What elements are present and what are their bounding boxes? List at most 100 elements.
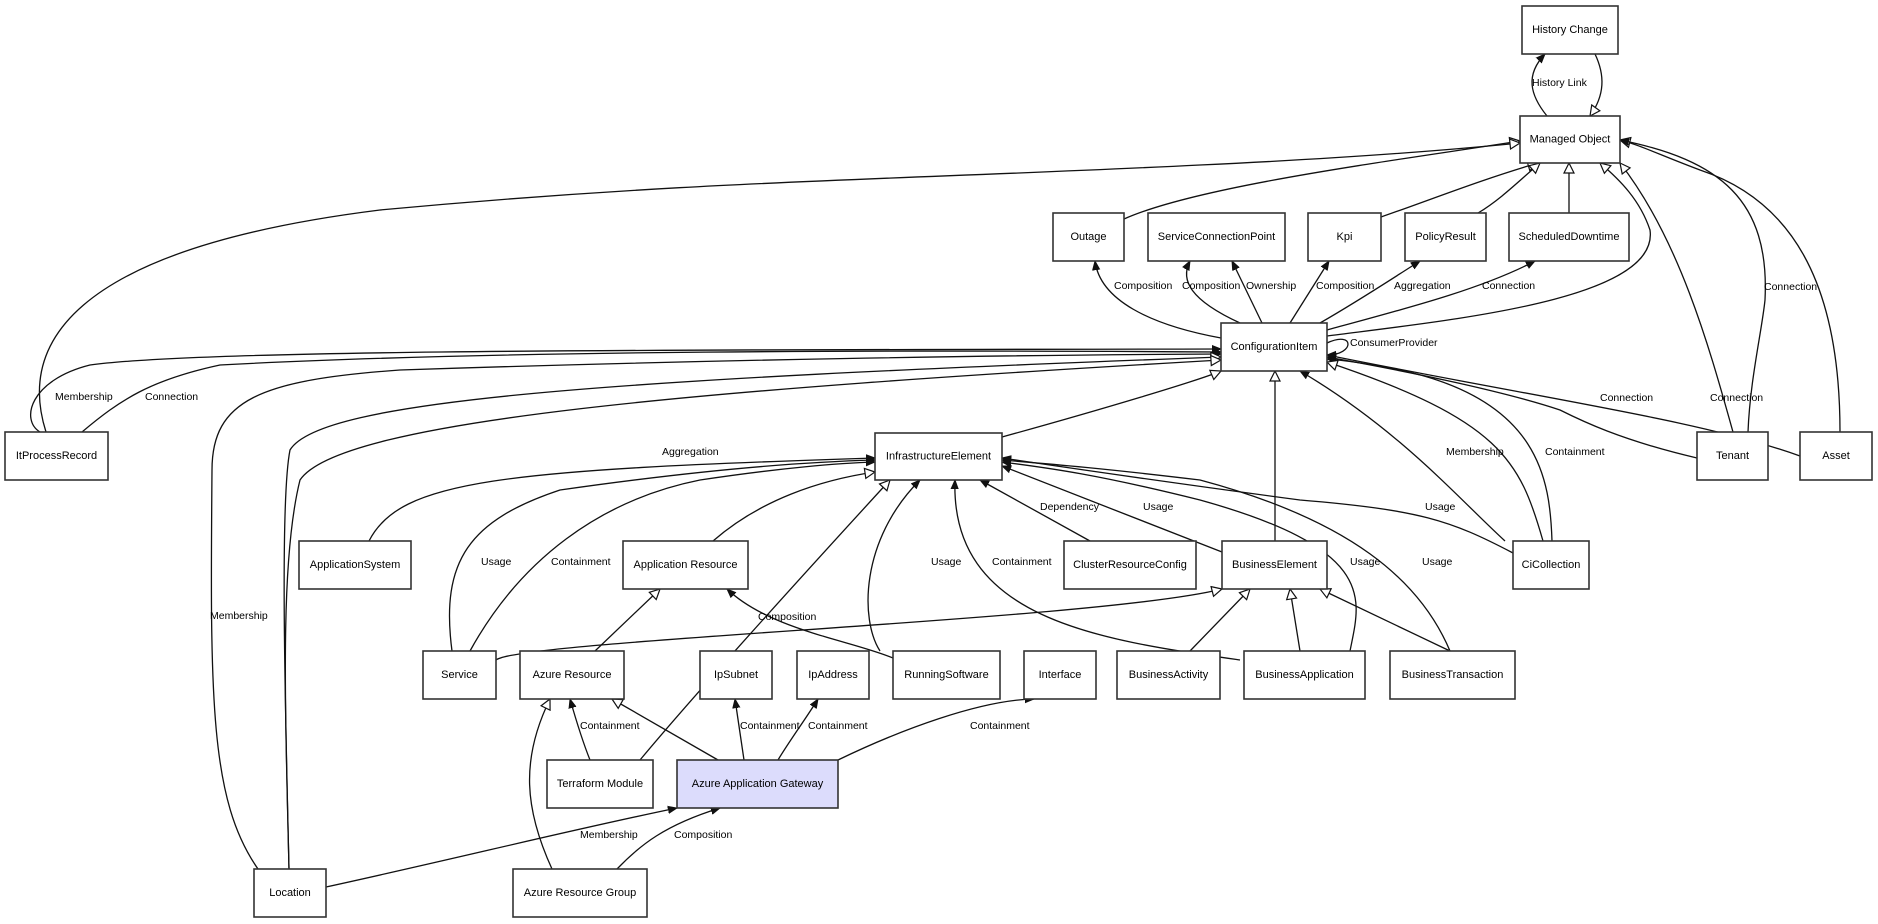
node-box[interactable] [1508, 212, 1630, 262]
node-box[interactable] [1404, 212, 1487, 262]
edge-configuration-item-to-service-connection-point [1187, 261, 1241, 324]
node-history-change[interactable]: History Change [1521, 5, 1619, 55]
node-business-transaction[interactable]: BusinessTransaction [1389, 650, 1516, 700]
node-box[interactable] [253, 868, 327, 918]
node-policy-result[interactable]: PolicyResult [1404, 212, 1487, 262]
association-connector [325, 808, 677, 888]
edge-business-application-to-infrastructure-element [1002, 462, 1357, 652]
node-label: Location [269, 887, 311, 899]
node-box[interactable] [1220, 322, 1328, 372]
node-label: Tenant [1716, 450, 1749, 462]
node-box[interactable] [699, 650, 773, 700]
edge-azure-application-gateway-to-ip-subnet [735, 699, 745, 761]
node-box[interactable] [1696, 431, 1769, 481]
node-infrastructure-element[interactable]: InfrastructureElement [874, 432, 1003, 481]
node-box[interactable] [298, 540, 412, 590]
edge-configuration-item-to-managed-object [1326, 163, 1651, 337]
node-box[interactable] [1147, 212, 1286, 262]
node-box[interactable] [1063, 540, 1197, 590]
node-box[interactable] [1521, 5, 1619, 55]
node-it-process-record[interactable]: ItProcessRecord [4, 431, 109, 481]
inheritance-connector [1620, 140, 1841, 433]
node-box[interactable] [1307, 212, 1382, 262]
node-box[interactable] [1221, 540, 1328, 590]
node-box[interactable] [1116, 650, 1221, 700]
node-box[interactable] [546, 759, 654, 809]
inheritance-connector [639, 480, 890, 761]
node-outage[interactable]: Outage [1052, 212, 1125, 262]
node-scheduled-downtime[interactable]: ScheduledDowntime [1508, 212, 1630, 262]
node-asset[interactable]: Asset [1799, 431, 1873, 481]
node-interface[interactable]: Interface [1023, 650, 1097, 700]
association-connector [1620, 140, 1766, 433]
node-tenant[interactable]: Tenant [1696, 431, 1769, 481]
association-connector [1327, 357, 1698, 459]
node-ip-address[interactable]: IpAddress [796, 650, 870, 700]
edge-azure-application-gateway-to-azure-resource [612, 699, 719, 761]
node-label: BusinessActivity [1129, 669, 1209, 681]
edge-label: History Link [1532, 77, 1588, 89]
node-azure-resource[interactable]: Azure Resource [519, 650, 625, 700]
node-box[interactable] [874, 432, 1003, 481]
node-application-resource[interactable]: Application Resource [622, 540, 749, 590]
node-location[interactable]: Location [253, 868, 327, 918]
node-box[interactable] [1052, 212, 1125, 262]
node-box[interactable] [892, 650, 1001, 700]
edge-label: Membership [55, 391, 113, 403]
node-azure-application-gateway[interactable]: Azure Application Gateway [676, 759, 839, 809]
association-connector [30, 349, 1221, 433]
node-ci-collection[interactable]: CiCollection [1512, 540, 1590, 590]
edge-label: Connection [1600, 392, 1653, 404]
node-box[interactable] [4, 431, 109, 481]
edge-label: Usage [1350, 556, 1381, 568]
node-configuration-item[interactable]: ConfigurationItem [1220, 322, 1328, 372]
edge-business-element-to-infrastructure-element [1002, 465, 1223, 553]
node-box[interactable] [422, 650, 497, 700]
edge-it-process-record-to-configuration-item [30, 349, 1221, 433]
node-box[interactable] [1023, 650, 1097, 700]
node-azure-resource-group[interactable]: Azure Resource Group [512, 868, 648, 918]
node-business-application[interactable]: BusinessApplication [1243, 650, 1366, 700]
node-label: InfrastructureElement [886, 451, 991, 463]
node-box[interactable] [1512, 540, 1590, 590]
node-business-element[interactable]: BusinessElement [1221, 540, 1328, 590]
association-connector [210, 354, 1221, 870]
association-connector [1095, 261, 1222, 339]
node-ip-subnet[interactable]: IpSubnet [699, 650, 773, 700]
node-box[interactable] [1519, 115, 1621, 164]
edge-label: Containment [992, 556, 1052, 568]
node-box[interactable] [796, 650, 870, 700]
edge-configuration-item-to-scheduled-downtime [1326, 260, 1535, 331]
node-business-activity[interactable]: BusinessActivity [1116, 650, 1221, 700]
inheritance-connector [1477, 163, 1540, 214]
edge-running-software-to-application-resource [727, 589, 894, 659]
inheritance-connector [1590, 53, 1603, 116]
inheritance-connector [1327, 362, 1544, 542]
inheritance-connector [1290, 589, 1301, 652]
node-box[interactable] [1389, 650, 1516, 700]
edge-azure-resource-group-to-azure-application-gateway [616, 808, 720, 870]
node-label: Interface [1039, 669, 1082, 681]
node-box[interactable] [676, 759, 839, 809]
node-box[interactable] [1243, 650, 1366, 700]
node-label: BusinessApplication [1255, 669, 1353, 681]
association-connector [469, 462, 875, 652]
node-service-connection-point[interactable]: ServiceConnectionPoint [1147, 212, 1286, 262]
node-box[interactable] [512, 868, 648, 918]
node-terraform-module[interactable]: Terraform Module [546, 759, 654, 809]
node-running-software[interactable]: RunningSoftware [892, 650, 1001, 700]
node-box[interactable] [519, 650, 625, 700]
inheritance-connector [612, 699, 719, 761]
inheritance-connector [1326, 163, 1651, 337]
association-connector [980, 480, 1091, 542]
node-box[interactable] [622, 540, 749, 590]
association-connector [1327, 359, 1553, 542]
edge-ci-collection-to-configuration-item [1327, 362, 1544, 542]
node-managed-object[interactable]: Managed Object [1519, 115, 1621, 164]
node-service[interactable]: Service [422, 650, 497, 700]
inheritance-connector [1001, 371, 1221, 438]
node-box[interactable] [1799, 431, 1873, 481]
node-application-system[interactable]: ApplicationSystem [298, 540, 412, 590]
node-cluster-resource-config[interactable]: ClusterResourceConfig [1063, 540, 1197, 590]
node-kpi[interactable]: Kpi [1307, 212, 1382, 262]
